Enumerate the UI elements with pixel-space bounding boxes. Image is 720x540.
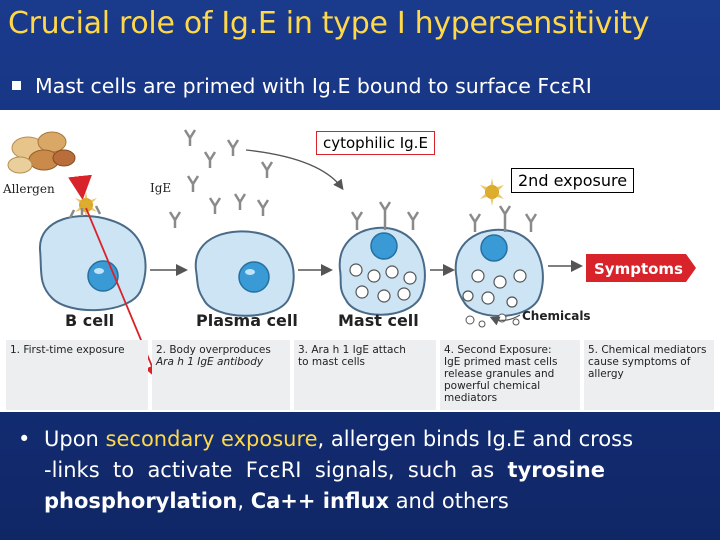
step-4: 4. Second Exposure: IgE primed mast cell… [440, 340, 580, 410]
mast-cell-label: Mast cell [338, 311, 419, 330]
step-1-line-1: 1. First-time exposure [10, 344, 125, 356]
step-1: 1. First-time exposure [6, 340, 148, 410]
b-cell [38, 205, 147, 312]
secondary-exposure-highlight: secondary exposure [105, 427, 318, 451]
ca-influx-bold: Ca++ influx [250, 489, 390, 513]
step-4-line-5: mediators [444, 392, 498, 404]
plasma-cell-label: Plasma cell [196, 311, 298, 330]
step-5-line-3: allergy [588, 368, 624, 380]
allergen-star-icon [75, 192, 97, 218]
antibody-group [168, 129, 274, 228]
phosphorylation-bold: phosphorylation [44, 489, 238, 513]
square-bullet-icon [12, 81, 21, 90]
chemicals-label: Chemicals [522, 309, 591, 323]
cytophilic-ige-callout: cytophilic Ig.E [316, 131, 435, 155]
mast-cell [338, 201, 426, 316]
line3-text-b: and others [389, 489, 509, 513]
tyrosine-bold: tyrosine [507, 458, 605, 482]
ige-label: IgE [150, 181, 171, 195]
line1-text-a: Upon [44, 427, 106, 451]
step-2: 2. Body overproduces Ara h 1 IgE antibod… [152, 340, 290, 410]
subtitle-bullet: Mast cells are primed with Ig.E bound to… [12, 74, 592, 98]
plasma-cell [194, 230, 295, 317]
line3-text-a: , [237, 489, 251, 513]
step-5-line-1: 5. Chemical mediators [588, 344, 707, 356]
slide-title: Crucial role of Ig.E in type I hypersens… [8, 6, 650, 41]
step-3: 3. Ara h 1 IgE attach to mast cells [294, 340, 436, 410]
step-4-line-1: 4. Second Exposure: [444, 344, 552, 356]
allergen-label: Allergen [2, 182, 55, 196]
step-4-line-4: powerful chemical [444, 380, 541, 392]
bullet-line-3: phosphorylation, Ca++ influx and others [44, 486, 509, 517]
hypersensitivity-figure: Allergen IgE B cell [0, 110, 720, 412]
step-4-line-3: release granules and [444, 368, 555, 380]
bullet-line-1: Upon secondary exposure, allergen binds … [44, 424, 633, 455]
second-exposure-callout: 2nd exposure [511, 168, 635, 193]
symptoms-banner: Symptoms [586, 254, 696, 282]
step-5: 5. Chemical mediators cause symptoms of … [584, 340, 714, 410]
symptoms-label: Symptoms [594, 260, 683, 278]
step-3-line-1: 3. Ara h 1 IgE attach [298, 344, 406, 356]
line2-text-a: -links to activate FcεRI signals, such a… [44, 458, 508, 482]
bullet-line-2: -links to activate FcεRI signals, such a… [44, 455, 605, 486]
activated-mast-cell [454, 178, 544, 328]
step-3-line-2: to mast cells [298, 356, 366, 368]
bullet-dot-icon: • [18, 427, 31, 451]
step-row: 1. First-time exposure 2. Body overprodu… [0, 340, 720, 410]
line1-text-b: , allergen binds Ig.E and cross [317, 427, 634, 451]
step-4-line-2: IgE primed mast cells [444, 356, 558, 368]
peanut-icon [7, 131, 76, 174]
step-2-line-1: 2. Body overproduces [156, 344, 271, 356]
b-cell-label: B cell [65, 311, 114, 330]
figure-illustration: Allergen IgE B cell [2, 129, 696, 380]
step-5-line-2: cause symptoms of [588, 356, 691, 368]
subtitle-text: Mast cells are primed with Ig.E bound to… [35, 74, 592, 98]
step-2-line-2: Ara h 1 IgE antibody [156, 356, 264, 368]
